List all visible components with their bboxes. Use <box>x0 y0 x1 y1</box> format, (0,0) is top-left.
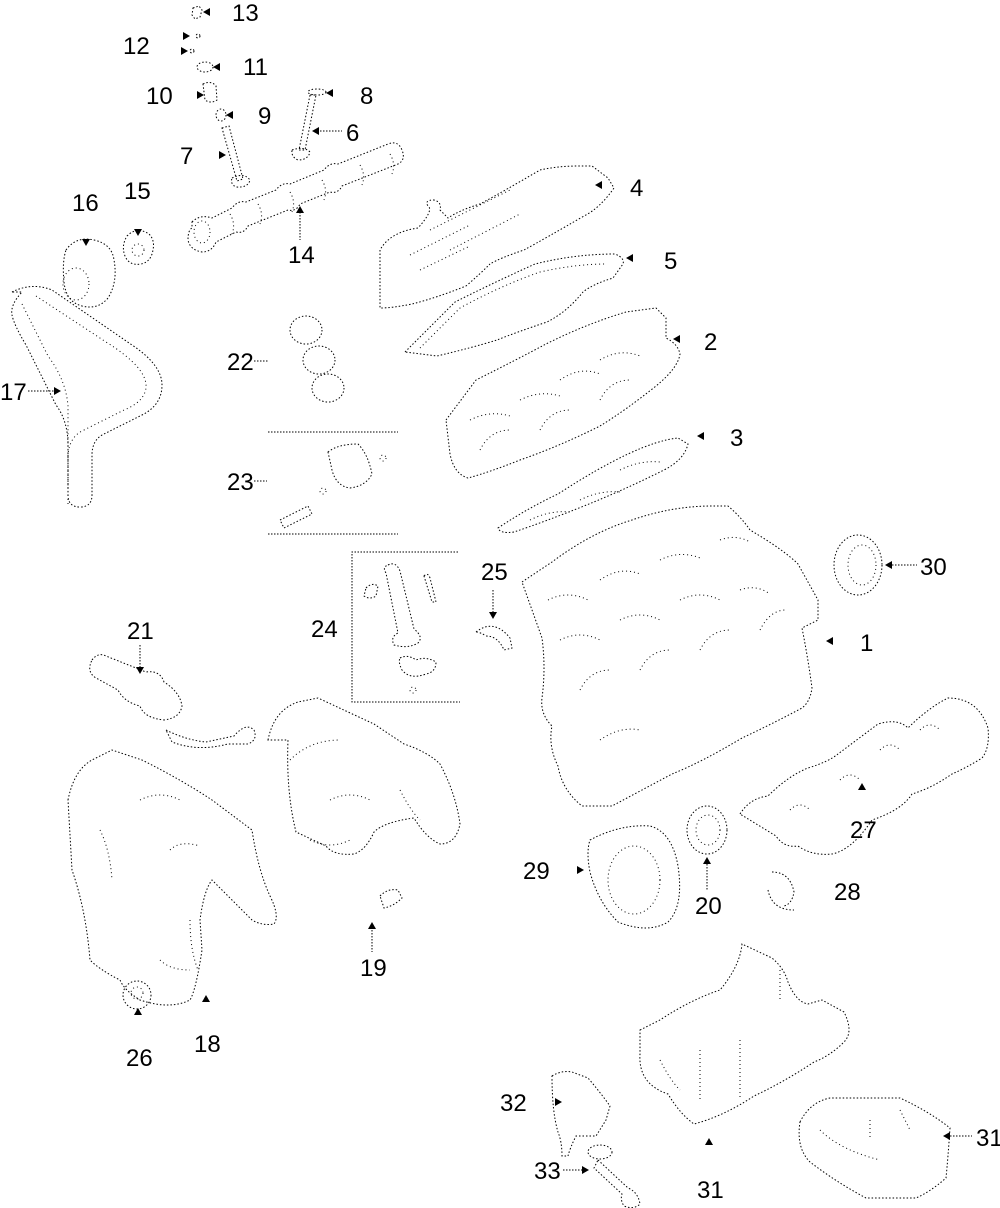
callout-22[interactable]: 22 <box>227 349 254 376</box>
callout-30[interactable]: 30 <box>920 554 947 581</box>
callout-9[interactable]: 9 <box>258 103 271 130</box>
part-24-connecting-rod-box[interactable] <box>351 551 460 703</box>
callout-4[interactable]: 4 <box>630 175 643 202</box>
part-12-valve-keepers[interactable] <box>189 33 201 54</box>
part-16-cam-sprocket[interactable] <box>62 238 116 308</box>
part-30-rear-main-seal[interactable] <box>833 534 883 596</box>
callout-6[interactable]: 6 <box>346 120 359 147</box>
callout-32[interactable]: 32 <box>500 1090 527 1117</box>
part-13-valve-keeper[interactable] <box>191 5 203 20</box>
part-27-crankshaft[interactable] <box>739 697 989 855</box>
callout-15[interactable]: 15 <box>124 178 151 205</box>
callout-17[interactable]: 17 <box>0 379 27 406</box>
callout-5[interactable]: 5 <box>664 248 677 275</box>
callout-13[interactable]: 13 <box>232 0 259 27</box>
part-11-spring-retainer[interactable] <box>196 61 214 73</box>
callout-27[interactable]: 27 <box>850 817 877 844</box>
callout-2[interactable]: 2 <box>704 329 717 356</box>
part-19-timing-cover-inner[interactable] <box>267 697 461 909</box>
part-6-valve[interactable] <box>291 94 317 161</box>
part-5-valve-cover-gasket[interactable] <box>403 253 624 357</box>
callout-24[interactable]: 24 <box>311 616 338 643</box>
part-2-cylinder-head[interactable] <box>445 307 681 479</box>
part-8-valve-cap[interactable] <box>307 88 327 96</box>
part-18-timing-cover[interactable] <box>67 749 277 1006</box>
part-3-head-gasket[interactable] <box>497 437 689 533</box>
part-25-rod-bearing[interactable] <box>474 625 513 651</box>
callout-19[interactable]: 19 <box>360 955 387 982</box>
callout-leaders <box>28 8 972 1174</box>
part-20-front-crank-seal[interactable] <box>686 805 728 855</box>
callout-20[interactable]: 20 <box>695 893 722 920</box>
callout-31-lower-pan[interactable]: 31 <box>976 1125 1000 1152</box>
part-22-piston-rings[interactable] <box>289 315 345 403</box>
part-31-oil-pan-lower[interactable] <box>798 1097 951 1199</box>
callout-1[interactable]: 1 <box>860 630 873 657</box>
callout-33[interactable]: 33 <box>534 1158 561 1185</box>
part-4-valve-cover[interactable] <box>379 165 615 309</box>
callout-14[interactable]: 14 <box>288 242 315 269</box>
callout-31-upper-pan[interactable]: 31 <box>697 1177 724 1204</box>
part-17-timing-chain[interactable] <box>11 286 163 508</box>
part-33-oil-pickup[interactable] <box>587 1144 641 1208</box>
callout-29[interactable]: 29 <box>523 858 550 885</box>
part-31-oil-pan-upper[interactable] <box>639 943 850 1125</box>
part-1-engine-block[interactable] <box>521 505 819 807</box>
part-7-valve[interactable] <box>221 125 251 188</box>
part-10-valve-spring[interactable] <box>202 81 218 103</box>
callout-8[interactable]: 8 <box>360 83 373 110</box>
part-15-cam-sprocket[interactable] <box>122 230 154 265</box>
part-32-oil-pump[interactable] <box>551 1071 611 1157</box>
part-21-cam-position-sensor[interactable] <box>89 654 256 748</box>
part-26-seal[interactable] <box>122 980 152 1010</box>
callout-26[interactable]: 26 <box>126 1045 153 1072</box>
callout-23[interactable]: 23 <box>227 469 254 496</box>
callout-11[interactable]: 11 <box>243 54 268 81</box>
callout-10[interactable]: 10 <box>146 83 173 110</box>
part-28-main-bearing[interactable] <box>767 871 795 911</box>
part-9-valve-seal[interactable] <box>215 108 227 122</box>
part-23-piston[interactable] <box>279 443 387 529</box>
callout-7[interactable]: 7 <box>180 143 193 170</box>
callout-21[interactable]: 21 <box>127 618 154 645</box>
callout-25[interactable]: 25 <box>481 559 508 586</box>
callout-12[interactable]: 12 <box>123 33 150 60</box>
part-29-harmonic-balancer[interactable] <box>587 825 681 929</box>
callout-3[interactable]: 3 <box>730 425 743 452</box>
callout-18[interactable]: 18 <box>194 1031 221 1058</box>
callout-16[interactable]: 16 <box>72 190 99 217</box>
callout-28[interactable]: 28 <box>834 879 861 906</box>
part-14-camshaft[interactable] <box>187 142 404 253</box>
